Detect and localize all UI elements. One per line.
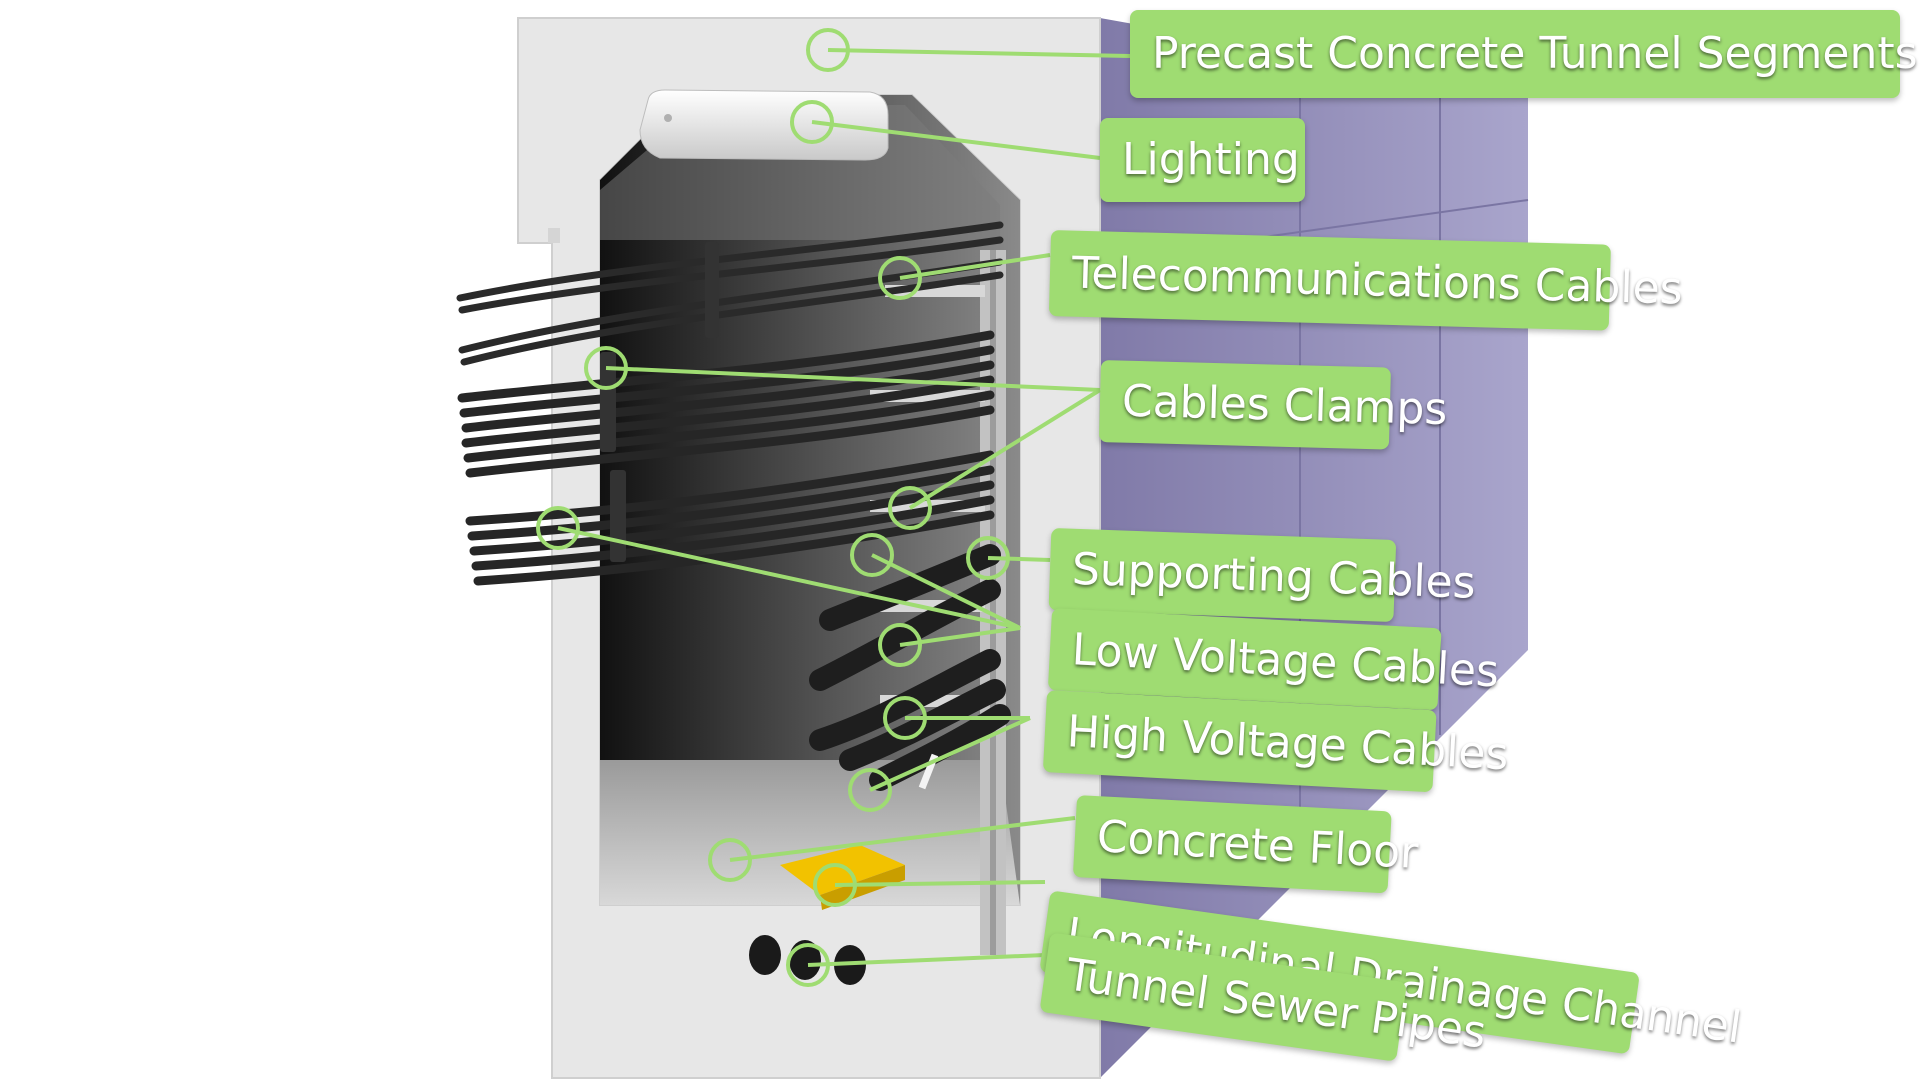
segment-joint	[548, 228, 560, 243]
label-cables-clamps: Cables Clamps	[1098, 360, 1448, 450]
callout-leader-lines	[557, 48, 1131, 967]
label-precast-concrete-segments: Precast Concrete Tunnel Segments	[1130, 10, 1918, 98]
label-telecommunications-cables: Telecommunications Cables	[1048, 230, 1683, 331]
label-concrete-floor: Concrete Floor	[1072, 795, 1420, 894]
label-lighting: Lighting	[1100, 118, 1305, 202]
drainage-channel	[780, 845, 905, 910]
label-supporting-cables: Supporting Cables	[1048, 528, 1476, 623]
callout-markers	[536, 28, 1010, 987]
concrete-floor	[600, 760, 1020, 905]
